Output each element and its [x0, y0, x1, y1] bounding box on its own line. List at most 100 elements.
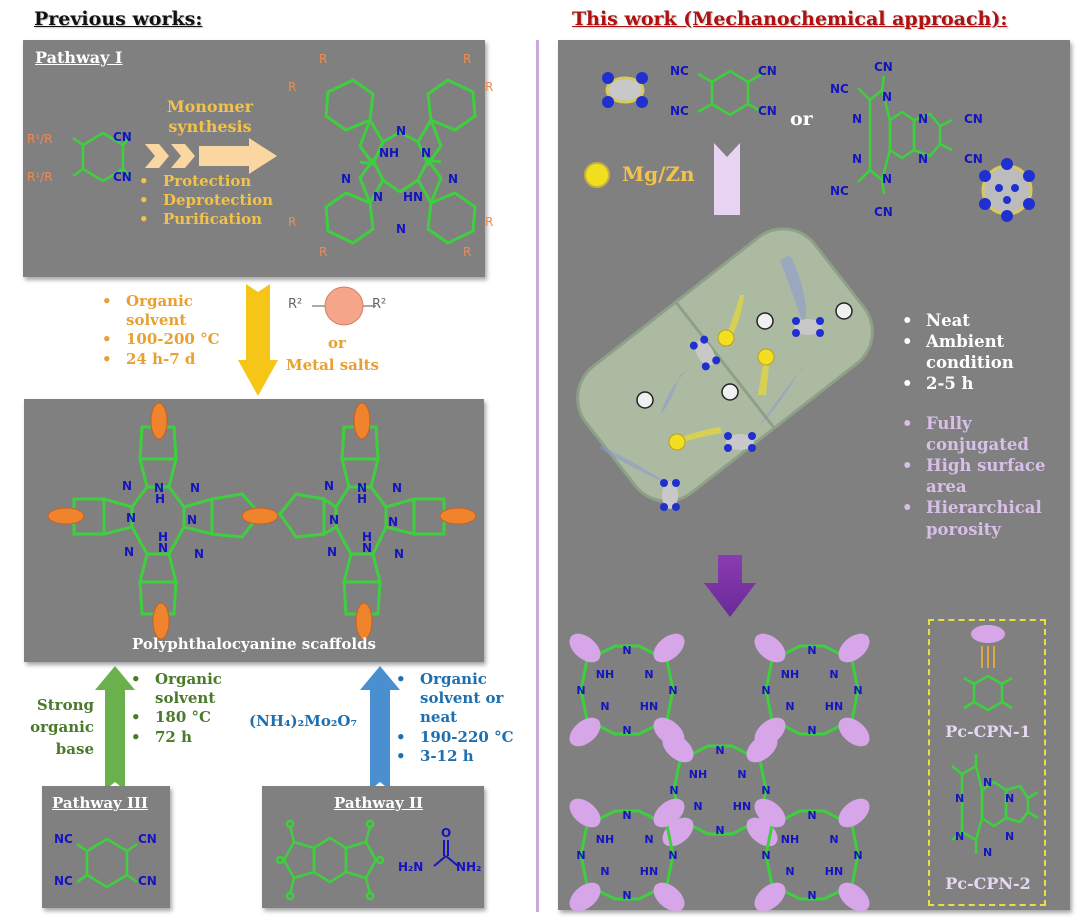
- tetracyanobenzene-icon: [76, 837, 138, 889]
- pc-cpn-1-label: Pc-CPN-1: [945, 722, 1031, 741]
- hn-label: HN: [733, 800, 751, 813]
- r-label: R: [288, 215, 297, 229]
- linker-node: [838, 633, 870, 663]
- n-label: N: [124, 545, 135, 559]
- h-label: H: [155, 492, 166, 506]
- grinding-ball: [636, 391, 654, 409]
- reagent-line: organic: [30, 718, 94, 736]
- linker-node: [653, 882, 685, 912]
- feature-item: Hierarchical porosity: [898, 497, 1073, 539]
- condition-item: 100-200 °C: [98, 330, 258, 349]
- substituent-label: R¹/R: [27, 170, 53, 184]
- grinding-ball: [756, 312, 774, 330]
- n-label: N: [327, 545, 338, 559]
- multi-step-arrow-icon: [145, 138, 277, 174]
- linker-node: [754, 633, 786, 663]
- n-label: N: [853, 684, 862, 697]
- ball-mill-jar-icon: [576, 227, 874, 511]
- linker-node: [746, 733, 778, 763]
- condition-item: Neat: [898, 310, 1073, 331]
- n-label: N: [394, 547, 405, 561]
- n-label: N: [448, 172, 459, 186]
- n-label: N: [853, 849, 862, 862]
- pathway-1-title: Pathway I: [35, 48, 123, 67]
- n-label: N: [807, 809, 816, 822]
- n-label: N: [190, 481, 201, 495]
- n-label: N: [668, 684, 677, 697]
- amine-label: H₂N: [398, 860, 424, 874]
- or-text: or: [790, 108, 813, 130]
- n-label: N: [918, 152, 929, 166]
- linker-node-icon: [355, 602, 373, 640]
- reagent-line: base: [55, 740, 94, 758]
- n-label: N: [1005, 830, 1015, 843]
- n-label: N: [761, 849, 770, 862]
- linker-node: [838, 717, 870, 747]
- n-label: N: [829, 668, 838, 681]
- h-label: H: [158, 530, 169, 544]
- n-label: N: [715, 824, 724, 837]
- n-label: N: [158, 541, 169, 555]
- nc-label: NC: [830, 82, 849, 96]
- n-label: N: [761, 784, 770, 797]
- material-features: Fully conjugated High surface area Hiera…: [898, 413, 1073, 540]
- n-label: N: [955, 830, 965, 843]
- up-arrow-blue-icon: [360, 666, 400, 790]
- substituent-label: R¹/R: [27, 132, 53, 146]
- hn-label: HN: [403, 190, 424, 204]
- n-label: N: [955, 792, 965, 805]
- down-arrow-purple-icon: [704, 555, 756, 617]
- metal-salts-text: Metal salts: [286, 356, 379, 374]
- cn-label: CN: [964, 112, 983, 126]
- cn-label: CN: [113, 130, 132, 144]
- n-label: N: [785, 865, 794, 878]
- hn-label: HN: [825, 700, 843, 713]
- cn-label: CN: [758, 64, 777, 78]
- cn-label: CN: [758, 104, 777, 118]
- condition-item: 24 h-7 d: [98, 350, 258, 369]
- condition-item: Organic solvent: [127, 670, 247, 708]
- previous-works-heading: Previous works:: [34, 8, 203, 30]
- condition-item: Ambient condition: [898, 331, 1073, 373]
- amine-label: NH₂: [456, 860, 482, 874]
- tetracyanobenzene-icon: [697, 69, 763, 117]
- n-label: N: [126, 511, 137, 525]
- hn-label: HN: [640, 700, 658, 713]
- step-list: Protection Deprotection Purification: [135, 172, 273, 230]
- n-label: N: [421, 146, 432, 160]
- n-label: N: [373, 190, 384, 204]
- hn-label: HN: [640, 865, 658, 878]
- n-label: N: [187, 513, 198, 527]
- n-label: N: [329, 513, 340, 527]
- pyromellitic-dianhydride-icon: [275, 819, 385, 901]
- nh-label: NH: [379, 146, 400, 160]
- pathway-3-conditions: Organic solvent 180 °C 72 h: [127, 670, 247, 747]
- n-label: N: [737, 768, 746, 781]
- cn-label: CN: [138, 832, 157, 846]
- nc-label: NC: [54, 874, 73, 888]
- n-label: N: [622, 809, 631, 822]
- condition-item: Organic solvent: [98, 292, 258, 330]
- n-label: N: [362, 541, 373, 555]
- oxygen-label: O: [441, 826, 452, 840]
- h-label: H: [362, 530, 373, 544]
- feature-item: Fully conjugated: [898, 413, 1073, 455]
- nh-label: NH: [596, 668, 614, 681]
- r-label: R: [463, 52, 472, 66]
- pathway-3-panel: Pathway III NC CN NC CN: [42, 786, 170, 908]
- step-item: Purification: [135, 210, 273, 229]
- r-label: R: [485, 80, 494, 94]
- nh-label: NH: [781, 668, 799, 681]
- r-label: R: [288, 80, 297, 94]
- pyrazinoquinoxaline-monomer-icon: [857, 75, 953, 195]
- n-label: N: [983, 846, 993, 859]
- n-label: N: [807, 724, 816, 737]
- metal-ball-icon: [584, 162, 610, 188]
- linker-node: [653, 798, 685, 828]
- linker-circle-icon: [312, 286, 376, 326]
- n-label: N: [600, 865, 609, 878]
- r-label: R: [319, 52, 328, 66]
- linker-node: [754, 798, 786, 828]
- n-label: N: [829, 833, 838, 846]
- n-label: N: [852, 152, 863, 166]
